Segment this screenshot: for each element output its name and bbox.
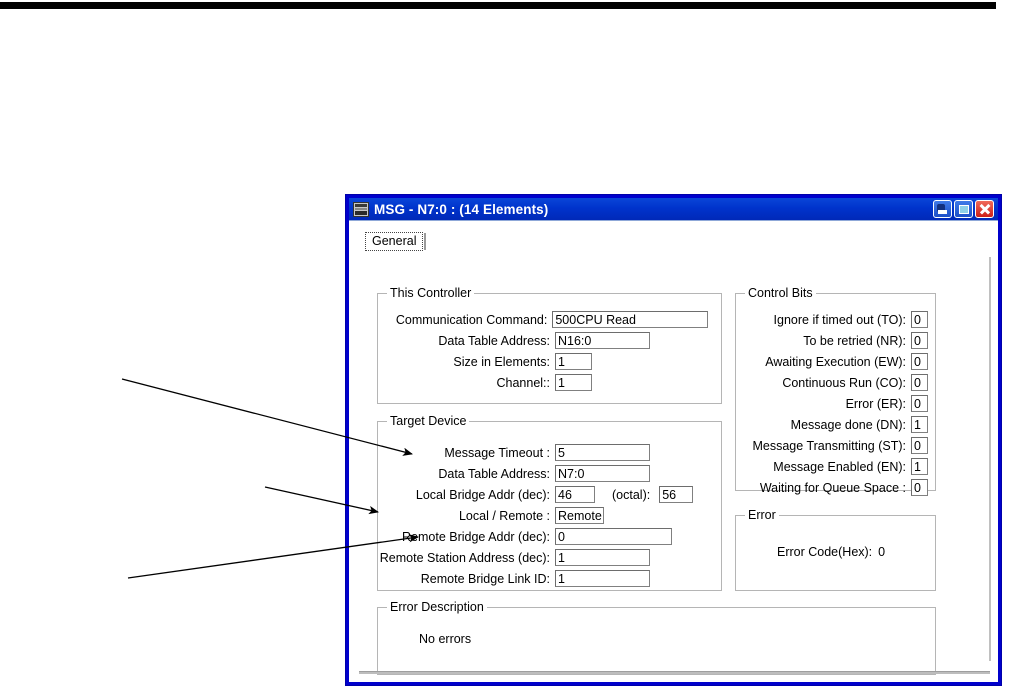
label-local-remote: Local / Remote : xyxy=(458,508,550,523)
field-channel[interactable]: 1 xyxy=(555,374,592,391)
field-remote-bridge-addr[interactable]: 0 xyxy=(555,528,672,545)
field-bit-waiting-queue[interactable]: 0 xyxy=(911,479,928,496)
label-size-in-elements: Size in Elements: xyxy=(453,354,550,369)
group-legend-error-description: Error Description xyxy=(387,600,487,614)
label-bit-dn: Message done (DN): xyxy=(790,417,906,432)
label-bit-to: Ignore if timed out (TO): xyxy=(773,312,906,327)
close-icon[interactable] xyxy=(975,200,994,218)
group-error-description: Error Description No errors xyxy=(377,600,936,675)
page-top-rule xyxy=(0,2,996,9)
field-data-table-address-target[interactable]: N7:0 xyxy=(555,465,650,482)
field-bit-er[interactable]: 0 xyxy=(911,395,928,412)
group-error: Error Error Code(Hex): 0 xyxy=(735,508,936,591)
window-title: MSG - N7:0 : (14 Elements) xyxy=(374,201,549,217)
field-remote-station-address[interactable]: 1 xyxy=(555,549,650,566)
label-bit-st: Message Transmitting (ST): xyxy=(752,438,906,453)
field-local-bridge-addr-dec[interactable]: 46 xyxy=(555,486,595,503)
label-bit-ew: Awaiting Execution (EW): xyxy=(765,354,906,369)
field-bit-nr[interactable]: 0 xyxy=(911,332,928,349)
label-channel: Channel:: xyxy=(496,375,550,390)
group-this-controller: This Controller Communication Command: 5… xyxy=(377,286,722,404)
field-bit-ew[interactable]: 0 xyxy=(911,353,928,370)
group-target-device: Target Device Message Timeout : 5 Data T… xyxy=(377,414,722,591)
label-bit-en: Message Enabled (EN): xyxy=(773,459,906,474)
group-legend-control-bits: Control Bits xyxy=(745,286,816,300)
field-remote-bridge-link-id[interactable]: 1 xyxy=(555,570,650,587)
field-message-timeout[interactable]: 5 xyxy=(555,444,650,461)
value-error-code: 0 xyxy=(878,545,886,559)
restore-icon[interactable] xyxy=(954,200,973,218)
field-size-in-elements[interactable]: 1 xyxy=(555,353,592,370)
label-remote-bridge-link-id: Remote Bridge Link ID: xyxy=(420,571,550,586)
msg-dialog-window: MSG - N7:0 : (14 Elements) General This … xyxy=(345,194,1002,686)
label-bit-nr: To be retried (NR): xyxy=(803,333,906,348)
group-legend-target-device: Target Device xyxy=(387,414,470,428)
msg-document-icon xyxy=(353,201,369,217)
minimize-icon[interactable] xyxy=(933,200,952,218)
label-data-table-address-controller: Data Table Address: xyxy=(438,333,550,348)
field-communication-command[interactable]: 500CPU Read xyxy=(552,311,708,328)
label-bit-er: Error (ER): xyxy=(845,396,906,411)
tab-general[interactable]: General xyxy=(365,232,427,251)
field-local-remote[interactable]: Remote xyxy=(555,507,604,524)
window-controls xyxy=(933,200,996,218)
group-legend-this-controller: This Controller xyxy=(387,286,475,300)
dialog-bottom-separator xyxy=(359,671,990,674)
group-control-bits: Control Bits Ignore if timed out (TO): 0… xyxy=(735,286,936,496)
label-data-table-address-target: Data Table Address: xyxy=(438,466,550,481)
field-bit-to[interactable]: 0 xyxy=(911,311,928,328)
field-bit-co[interactable]: 0 xyxy=(911,374,928,391)
label-local-bridge-addr: Local Bridge Addr (dec): xyxy=(415,487,550,502)
tab-page-edge xyxy=(989,257,991,661)
field-bit-dn[interactable]: 1 xyxy=(911,416,928,433)
field-bit-st[interactable]: 0 xyxy=(911,437,928,454)
label-remote-bridge-addr: Remote Bridge Addr (dec): xyxy=(402,529,550,544)
field-local-bridge-addr-octal[interactable]: 56 xyxy=(659,486,694,503)
label-error-code: Error Code(Hex): xyxy=(777,545,873,559)
title-bar[interactable]: MSG - N7:0 : (14 Elements) xyxy=(349,198,998,220)
label-bit-co: Continuous Run (CO): xyxy=(782,375,906,390)
label-local-bridge-addr-octal: (octal): xyxy=(612,487,651,502)
text-error-description: No errors xyxy=(419,632,472,646)
group-legend-error: Error xyxy=(745,508,779,522)
label-message-timeout: Message Timeout : xyxy=(444,445,550,460)
label-communication-command: Communication Command: xyxy=(395,312,548,327)
dialog-client-area: General This Controller Communication Co… xyxy=(349,220,998,682)
label-remote-station-address: Remote Station Address (dec): xyxy=(379,550,550,565)
label-bit-waiting-queue: Waiting for Queue Space : xyxy=(759,480,906,495)
field-bit-en[interactable]: 1 xyxy=(911,458,928,475)
tab-strip: General xyxy=(365,232,427,251)
field-data-table-address-controller[interactable]: N16:0 xyxy=(555,332,650,349)
